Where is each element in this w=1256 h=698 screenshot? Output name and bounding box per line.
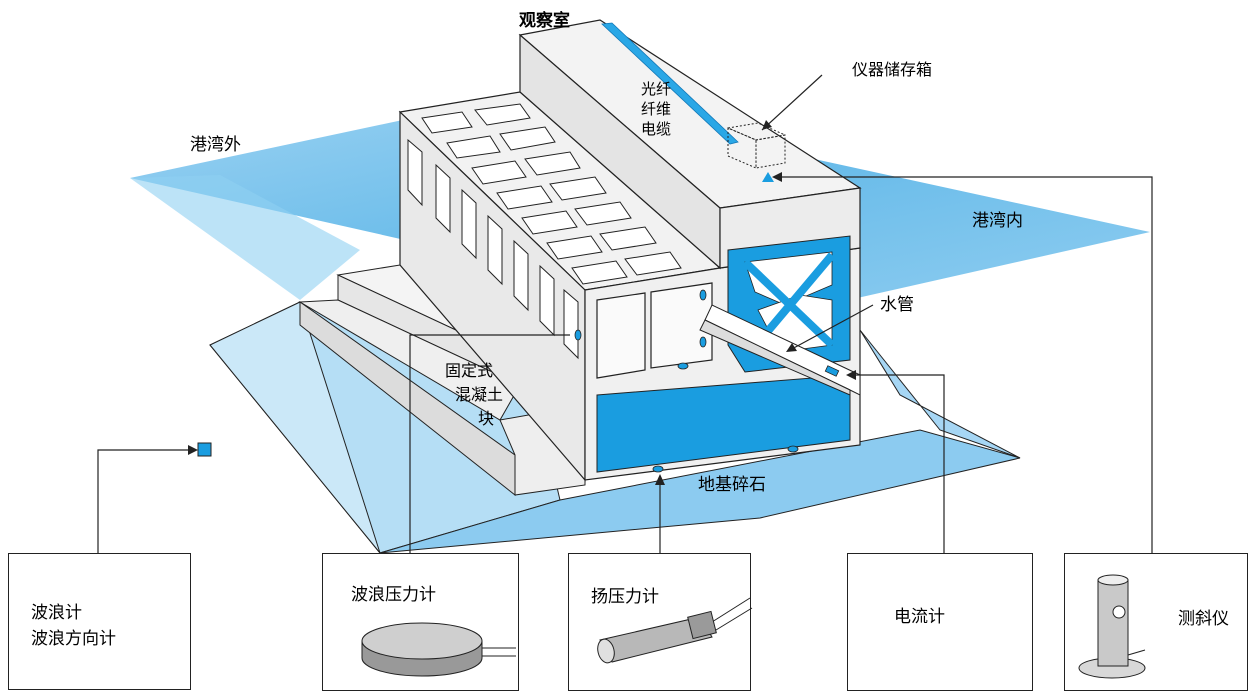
label-fiber-1: 光纤: [641, 80, 671, 98]
wave-direction-gauge-label: 波浪方向计: [31, 629, 116, 649]
wave-gauge-box: 波浪计 波浪方向计: [8, 553, 191, 690]
observation-room: [518, 19, 862, 270]
label-concrete-3: 块: [478, 409, 494, 428]
label-foundation: 地基碎石: [698, 475, 766, 495]
arrowheads: [188, 120, 856, 485]
uplift-gauge-illustration: [597, 597, 753, 664]
wave-gauge-marker-icon: [197, 442, 212, 457]
label-fiber-2: 纤维: [641, 100, 671, 118]
leader-lines: [97, 74, 1153, 553]
water-pipe: [699, 304, 861, 396]
inclinometer-marker-icon: [762, 172, 774, 182]
wave-pressure-gauge-label: 波浪压力计: [351, 585, 436, 605]
pressure-gauge-illustration: [361, 622, 516, 677]
wave-pressure-gauge-box: 波浪压力计: [322, 553, 519, 691]
diagram-labels: 观察室 光纤 纤维 电缆 仪器储存箱 港湾外 港湾内 水管 固定式 混凝土 块 …: [190, 10, 1023, 495]
uplift-gauge-label: 扬压力计: [591, 587, 659, 607]
inclinometer-label: 测斜仪: [1178, 609, 1229, 629]
label-harbor-outside: 港湾外: [190, 135, 241, 155]
label-harbor-inside: 港湾内: [972, 211, 1023, 231]
current-meter-label: 电流计: [894, 607, 945, 627]
label-fiber-3: 电缆: [641, 120, 671, 138]
label-water-pipe: 水管: [880, 295, 914, 315]
uplift-gauge-box: 扬压力计: [568, 553, 751, 691]
wave-gauge-label: 波浪计: [31, 603, 82, 623]
label-concrete-2: 混凝土: [455, 385, 503, 404]
inclinometer-illustration: [1078, 574, 1146, 679]
inclinometer-box: 测斜仪: [1064, 553, 1248, 691]
label-storage-box: 仪器储存箱: [852, 60, 932, 79]
label-observation-room: 观察室: [518, 10, 570, 31]
current-meter-box: 电流计: [847, 553, 1033, 691]
storage-box: [726, 122, 787, 169]
label-concrete-1: 固定式: [445, 361, 493, 380]
